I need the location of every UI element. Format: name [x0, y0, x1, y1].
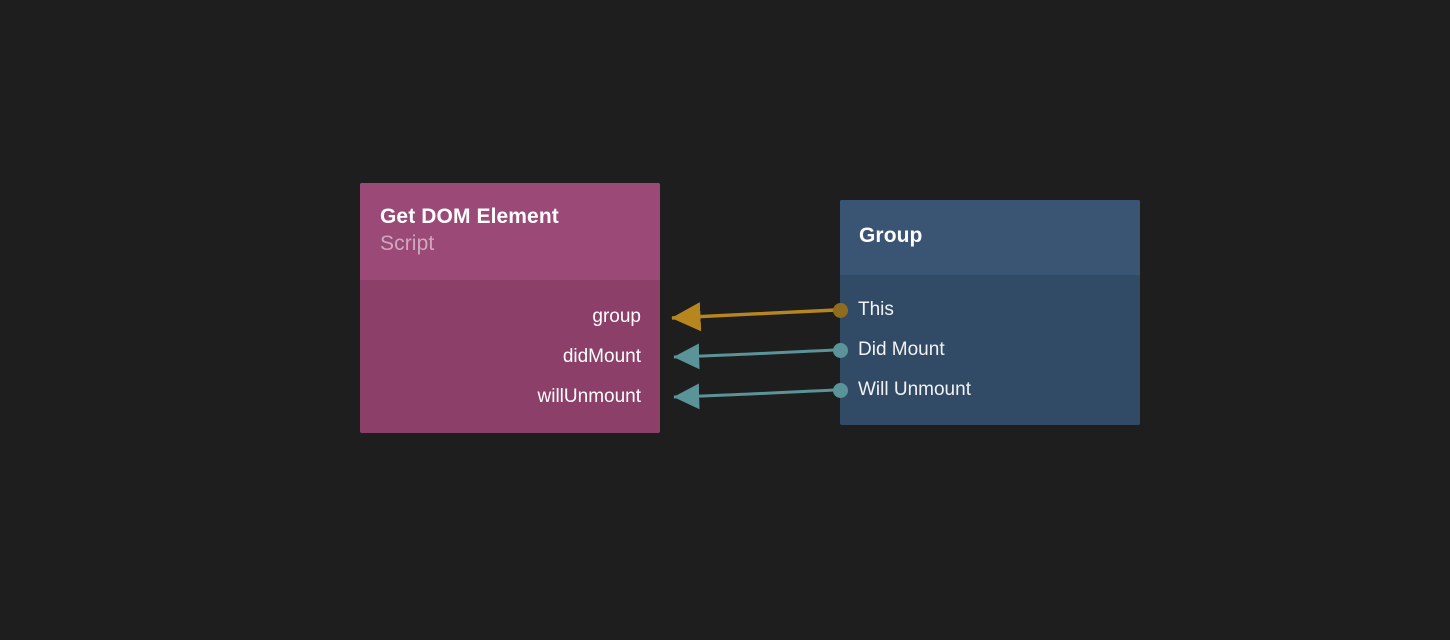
node-subtitle: Script: [380, 232, 435, 255]
output-port-willunmount[interactable]: willUnmount: [537, 386, 641, 407]
output-port-didmount[interactable]: didMount: [562, 346, 641, 367]
input-port-dot-this[interactable]: [833, 303, 848, 318]
connection-willunmount-to-willunmount: [673, 383, 837, 410]
node-header-group[interactable]: Group: [840, 200, 1140, 275]
input-port-will-unmount[interactable]: Will Unmount: [858, 379, 971, 400]
node-title: Get DOM Element: [380, 205, 559, 228]
input-port-did-mount[interactable]: Did Mount: [858, 339, 945, 360]
input-port-dot-will-unmount[interactable]: [833, 383, 848, 398]
node-title: Group: [859, 224, 923, 247]
connection-didmount-to-didmount: [673, 343, 837, 370]
input-port-dot-did-mount[interactable]: [833, 343, 848, 358]
node-get-dom-element[interactable]: Get DOM Element Script: [360, 183, 660, 433]
input-port-this[interactable]: This: [858, 299, 894, 320]
node-group[interactable]: Group: [840, 200, 1140, 425]
connection-this-to-group: [671, 302, 837, 332]
node-header-get-dom-element[interactable]: Get DOM Element Script: [360, 183, 660, 280]
output-port-group[interactable]: group: [592, 306, 641, 327]
